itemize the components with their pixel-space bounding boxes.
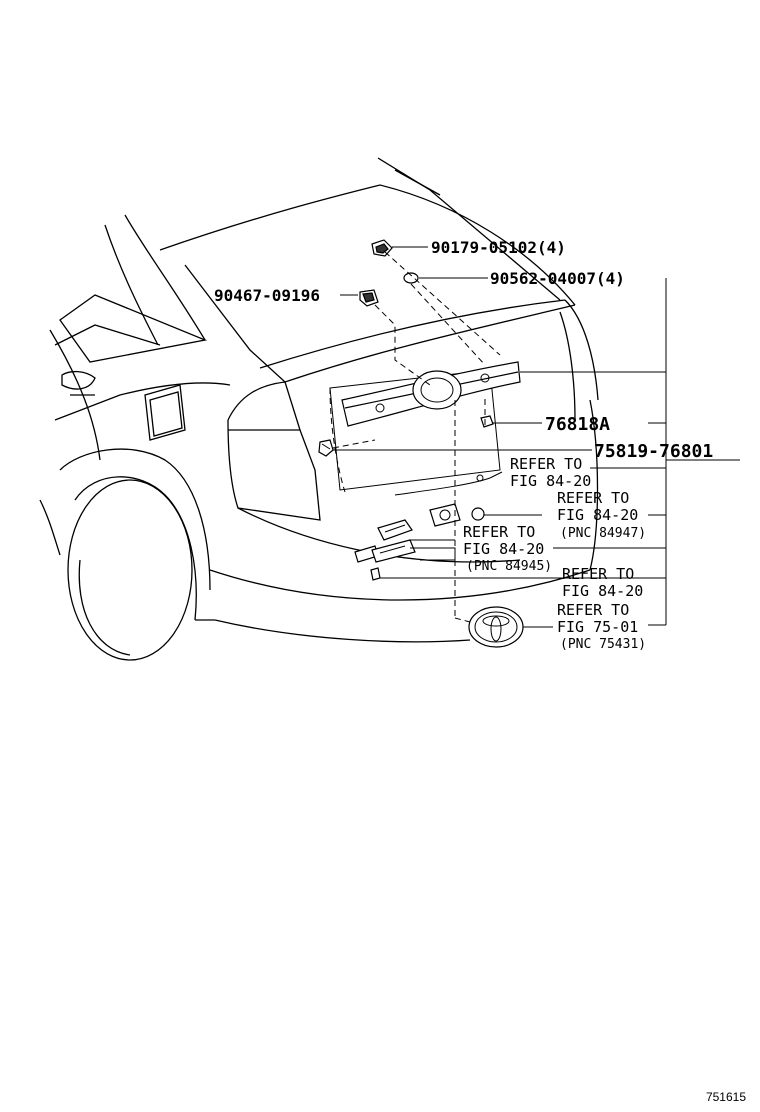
door-handle-parts [354,474,491,581]
ref5-line1: REFER TO [557,601,629,619]
car-body-outline [39,157,599,661]
ref1-line1: REFER TO [510,455,582,473]
label-75819: 75819-76801 [594,441,713,462]
label-90562: 90562-04007(4) [490,269,625,288]
back-door-garnish [341,361,521,427]
screw-75819 [318,439,334,457]
bracket-76818a [480,415,494,428]
ref1-line2: FIG 84-20 [510,472,591,490]
ref3-line1: REFER TO [463,523,535,541]
clip-90179 [371,239,393,257]
ref3-pnc: (PNC 84945) [466,559,552,574]
ref2-line1: REFER TO [557,489,629,507]
leader-lines [333,246,740,628]
ref2-pnc: (PNC 84947) [560,526,646,541]
ref5-line2: FIG 75-01 [557,618,638,636]
assembly-lines [332,251,501,623]
washer-90562 [403,272,419,284]
label-90467: 90467-09196 [214,286,320,305]
label-76818a: 76818A [545,414,610,435]
toyota-emblem [468,606,524,648]
diagram-number: 751615 [705,1090,746,1104]
ref2-line2: FIG 84-20 [557,506,638,524]
ref4-line1: REFER TO [562,565,634,583]
ref4-line2: FIG 84-20 [562,582,643,600]
label-90179: 90179-05102(4) [431,238,566,257]
ref3-line2: FIG 84-20 [463,540,544,558]
clip-90467 [359,289,379,307]
ref5-pnc: (PNC 75431) [560,637,646,652]
